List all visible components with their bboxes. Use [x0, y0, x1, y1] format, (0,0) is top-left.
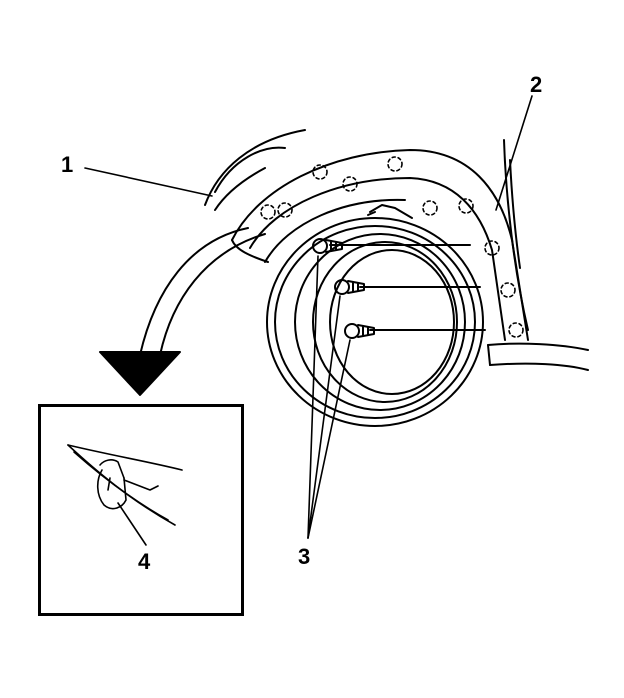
- screw-upper: [312, 238, 343, 254]
- detail-arrow: [139, 227, 266, 356]
- screw-middle: [334, 279, 365, 295]
- detail-inset-frame: [38, 404, 244, 616]
- inset-detail: [67, 444, 183, 526]
- quarter-panel: [367, 139, 589, 371]
- leader-lines: [84, 95, 533, 546]
- pushpin-retainers: [260, 156, 524, 338]
- fastener-lines: [329, 244, 486, 331]
- callout-4: 4: [138, 549, 151, 574]
- body-panel: [204, 129, 306, 211]
- callout-2: 2: [530, 72, 543, 97]
- wheel: [266, 217, 484, 427]
- callout-1: 1: [61, 152, 74, 177]
- screw-lower: [344, 323, 375, 339]
- detail-arrow-head: [99, 351, 181, 396]
- callout-3: 3: [298, 544, 311, 569]
